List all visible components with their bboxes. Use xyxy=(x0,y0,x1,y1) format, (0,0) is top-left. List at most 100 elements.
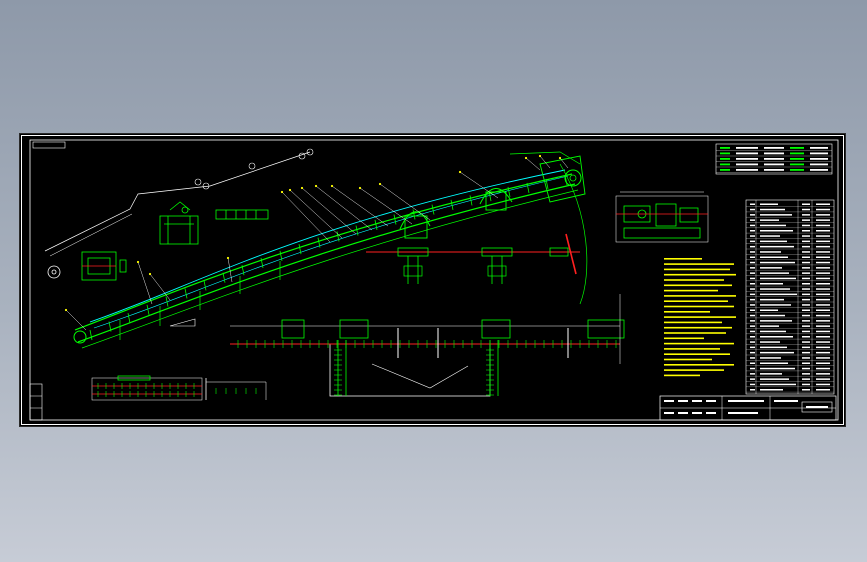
parts-row-cell xyxy=(750,283,755,285)
revision-cell xyxy=(810,169,828,171)
parts-row-cell xyxy=(802,267,810,269)
parts-row-cell xyxy=(816,224,830,227)
outer-frame xyxy=(21,135,844,425)
parts-row-cell xyxy=(802,283,810,285)
leader-bubble xyxy=(330,184,334,188)
rail-tick-marks xyxy=(97,383,257,397)
revision-cell xyxy=(764,158,784,160)
parts-row-cell xyxy=(802,336,810,338)
revision-cell xyxy=(736,147,758,149)
section-view xyxy=(366,233,580,284)
revision-table xyxy=(715,143,833,175)
idler xyxy=(298,244,302,255)
revision-cell xyxy=(764,147,784,149)
parts-row-cell xyxy=(816,314,830,317)
parts-row-cell xyxy=(760,304,791,306)
parts-row-cell xyxy=(760,240,787,243)
idler xyxy=(526,182,530,194)
parts-row-cell xyxy=(750,309,755,311)
parts-row-cell xyxy=(760,267,782,269)
notes-line xyxy=(664,374,700,377)
parts-row-cell xyxy=(760,314,785,317)
parts-row-cell xyxy=(750,240,755,243)
idler xyxy=(355,225,359,236)
guide-curve-mid xyxy=(93,175,569,329)
parts-row-cell xyxy=(750,367,755,370)
parts-row-cell xyxy=(750,346,755,349)
wing-line-left xyxy=(371,363,469,389)
notes-line xyxy=(664,342,734,345)
parts-row-cell xyxy=(802,272,810,274)
parts-row-cell xyxy=(802,373,810,375)
parts-row-cell xyxy=(816,320,830,322)
parts-row-cell xyxy=(816,351,830,354)
idler xyxy=(317,237,321,248)
parts-row-cell xyxy=(802,383,810,386)
parts-row-cell xyxy=(816,362,830,364)
title-cell xyxy=(774,400,798,402)
idler xyxy=(184,288,188,299)
parts-row-cell xyxy=(802,341,810,343)
notes-line xyxy=(664,284,732,287)
parts-row-cell xyxy=(802,362,810,364)
leader-line xyxy=(379,183,431,221)
notes-line xyxy=(664,268,730,271)
parts-row-cell xyxy=(802,256,810,258)
notes-line xyxy=(664,258,702,260)
leader-bubble xyxy=(558,156,562,160)
leader-line xyxy=(227,257,233,283)
parts-row-cell xyxy=(750,272,755,274)
revision-cell xyxy=(790,163,804,166)
parts-row-cell xyxy=(750,373,755,375)
parts-row-cell xyxy=(802,320,810,322)
parts-list xyxy=(745,199,835,395)
idler xyxy=(469,195,473,206)
parts-row-cell xyxy=(760,293,797,296)
head-pulley xyxy=(564,169,582,187)
parts-row-cell xyxy=(750,378,755,380)
parts-row-cell xyxy=(816,245,830,248)
parts-row-cell xyxy=(802,288,810,290)
title-cell xyxy=(692,412,702,414)
parts-row-cell xyxy=(760,362,788,364)
parts-row-cell xyxy=(750,288,755,290)
parts-row-cell xyxy=(802,351,810,354)
parts-row-cell xyxy=(802,389,810,391)
title-cell xyxy=(664,412,674,414)
notes-line xyxy=(664,289,718,292)
parts-row-cell xyxy=(760,341,780,343)
arch-bend-2 xyxy=(479,188,513,205)
revision-cell xyxy=(720,158,730,160)
leader-bubble xyxy=(358,186,362,190)
leader-line xyxy=(281,191,331,243)
notes-line xyxy=(664,332,726,334)
revision-cell xyxy=(736,152,758,155)
idler xyxy=(488,191,492,202)
idler-group xyxy=(89,174,568,341)
revision-cell xyxy=(810,158,828,160)
leader-bubble xyxy=(300,186,304,190)
parts-row-cell xyxy=(760,245,794,248)
leader-bubble xyxy=(538,154,542,158)
leader-line xyxy=(459,171,499,199)
parts-row-cell xyxy=(760,224,786,227)
parts-row-cell xyxy=(816,267,830,269)
parts-row-cell xyxy=(760,219,779,221)
parts-row-cell xyxy=(802,251,810,253)
inner-frame xyxy=(29,139,839,421)
profile-view xyxy=(44,148,314,257)
parts-row-cell xyxy=(802,230,810,232)
leader-line xyxy=(137,261,153,305)
foundation-outline xyxy=(230,343,620,397)
parts-row-cell xyxy=(760,373,782,375)
parts-row-cell xyxy=(750,245,755,248)
parts-row-cell xyxy=(816,383,830,386)
revision-table-rows xyxy=(716,147,832,173)
parts-row-cell xyxy=(750,320,755,322)
revision-cell xyxy=(810,163,828,166)
parts-row-cell xyxy=(750,304,755,306)
parts-row-cell xyxy=(750,235,755,237)
drawing-sheet[interactable] xyxy=(20,134,845,426)
title-cell xyxy=(664,400,674,402)
parts-row-cell xyxy=(760,230,793,232)
